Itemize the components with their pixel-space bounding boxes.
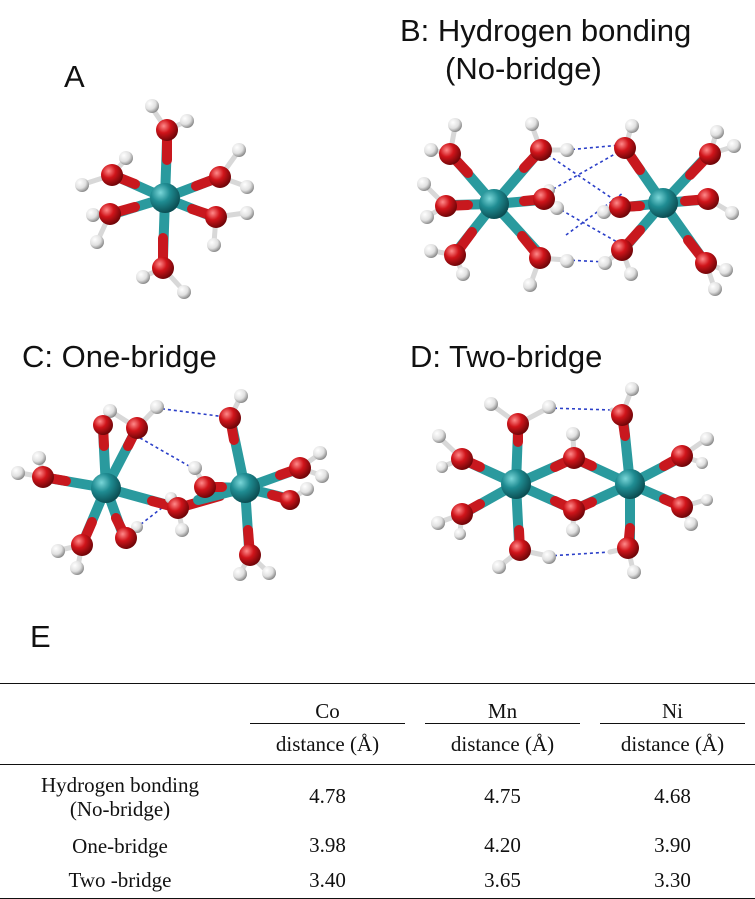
structure-c-hydrogen-atoms	[11, 389, 329, 581]
structure-d-metal-atom-right	[615, 469, 645, 499]
structure-b-bonds	[422, 123, 735, 290]
structure-a-hydrogen-atoms	[75, 99, 254, 299]
panel-label-d: D: Two-bridge	[410, 339, 603, 374]
value-cell: 3.65	[484, 867, 521, 892]
structure-c	[11, 389, 329, 581]
value-cell: 4.20	[484, 833, 521, 857]
structure-c-metal-atom-right	[230, 473, 260, 503]
value-cell: 4.68	[654, 784, 691, 809]
structure-d	[431, 382, 714, 579]
structure-a-oxygen-atoms	[99, 119, 231, 279]
structure-a	[75, 99, 254, 299]
value-cell: 3.90	[654, 833, 691, 857]
row-label-line: Hydrogen bonding	[40, 772, 200, 797]
structure-b-metal-atom-right	[648, 188, 678, 218]
table-row: Two -bridge 3.40 3.65 3.30	[0, 863, 755, 899]
value-cell: 4.75	[484, 784, 521, 809]
table-header-row: Co Mn Ni	[0, 683, 755, 725]
unit-label-co: distance (Å)	[275, 731, 380, 756]
structure-d-oxygen-atoms	[451, 404, 693, 561]
metal-header-mn: Mn	[415, 684, 590, 724]
metal-header-ni: Ni	[590, 684, 755, 724]
value-cell: 3.30	[654, 867, 691, 892]
value-cell: 3.40	[309, 867, 346, 892]
unit-label-mn: distance (Å)	[450, 731, 555, 756]
value-cell: 3.98	[309, 833, 346, 857]
structure-c-bonds	[17, 395, 323, 575]
structure-d-bonds	[437, 388, 708, 573]
molecular-structures-figure	[11, 99, 741, 581]
structure-d-hydrogen-atoms	[431, 382, 714, 579]
unit-label-ni: distance (Å)	[620, 731, 725, 756]
row-label-hydrogen-bonding: Hydrogen bonding (No-bridge)	[0, 765, 240, 829]
table-row: One-bridge 3.98 4.20 3.90	[0, 829, 755, 863]
structure-d-metal-atom-left	[501, 469, 531, 499]
structure-d-hydrogen-bonds	[547, 407, 613, 557]
metal-header-co: Co	[240, 684, 415, 724]
panel-label-b-subtitle: (No-bridge)	[445, 51, 602, 86]
panel-label-e: E	[30, 619, 51, 654]
table-unit-row: distance (Å) distance (Å) distance (Å)	[0, 724, 755, 765]
table-corner-cell	[0, 684, 240, 725]
row-label-two-bridge: Two -bridge	[68, 868, 172, 893]
structure-c-oxygen-atoms	[32, 407, 311, 566]
structure-c-metal-atom-left	[91, 473, 121, 503]
table-row: Hydrogen bonding (No-bridge) 4.78 4.75 4…	[0, 765, 755, 829]
panel-label-c: C: One-bridge	[22, 339, 217, 374]
value-cell: 4.78	[309, 784, 346, 809]
panel-label-a: A	[64, 59, 85, 94]
distance-table: Co Mn Ni distance (Å) distance (Å) dista…	[0, 683, 755, 899]
structure-b-metal-atom-left	[479, 189, 509, 219]
row-label-one-bridge: One-bridge	[72, 833, 168, 858]
row-label-line: (No-bridge)	[69, 796, 171, 821]
panel-label-b: B: Hydrogen bonding	[400, 13, 692, 48]
structure-b-oxygen-atoms	[435, 137, 721, 274]
structure-b	[417, 117, 741, 296]
structure-a-metal-atom	[150, 183, 180, 213]
table-unit-corner	[0, 724, 240, 765]
